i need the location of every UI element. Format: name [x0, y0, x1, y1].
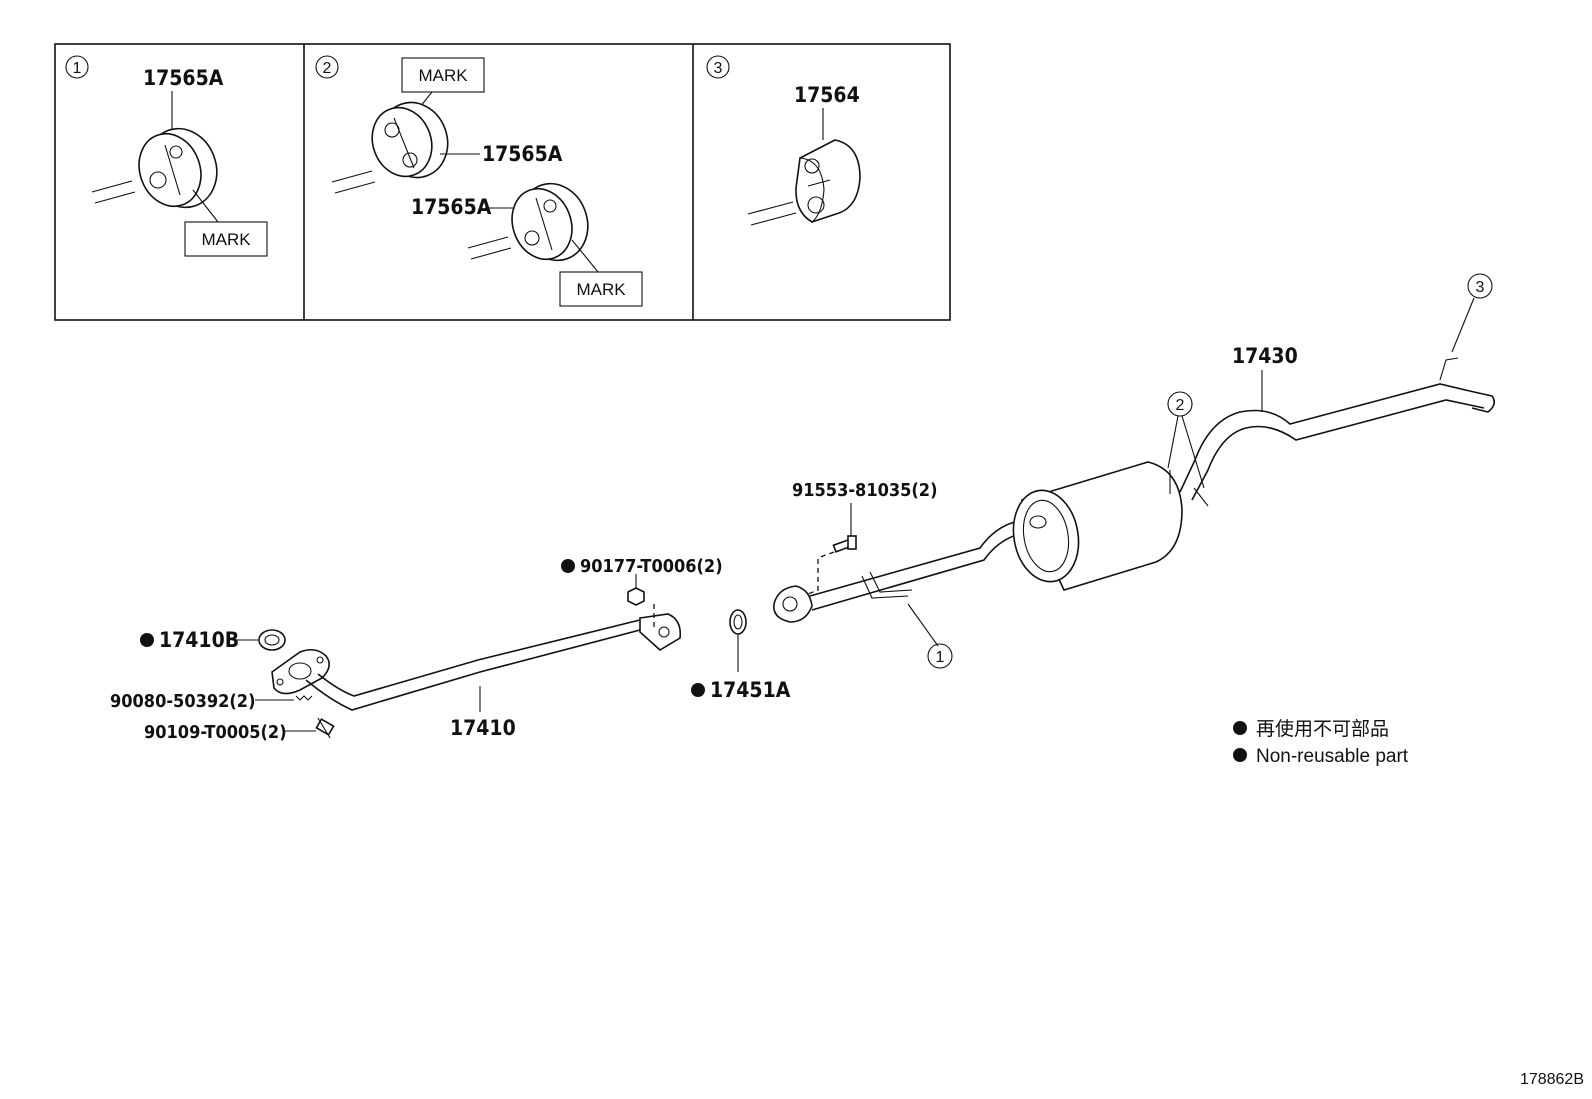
- mark-box: [559, 271, 643, 307]
- callout-circle: [1167, 391, 1193, 417]
- part-label-90177: 90177-T0006(2): [580, 556, 723, 577]
- part-label-91553: 91553-81035(2): [792, 480, 937, 501]
- mark-box: [401, 57, 485, 93]
- callout-2: 2: [1176, 397, 1185, 414]
- inset-number: 3: [714, 60, 723, 77]
- rod-line: [747, 201, 794, 215]
- leader-line: [1181, 415, 1205, 489]
- gasket-17451a: [729, 609, 747, 635]
- callout-1: 1: [936, 649, 945, 666]
- leader-line: [571, 239, 599, 273]
- non-reusable-marker-icon: [561, 559, 575, 573]
- mark-box: [184, 221, 268, 257]
- front-pipe-assembly: 17410B 90080-50392(2) 90109-T0005(2) 174…: [110, 556, 723, 743]
- hanger-bracket: [1439, 357, 1459, 381]
- part-label-90109: 90109-T0005(2): [144, 722, 287, 743]
- callout-circle: [1467, 273, 1493, 299]
- front-pipe-17410: [305, 629, 641, 711]
- part-label-90080: 90080-50392(2): [110, 691, 255, 712]
- tail-pipe-assembly: 91553-81035(2) 1: [773, 273, 1496, 669]
- part-label-17451a: 17451A: [710, 678, 791, 702]
- callout-3: 3: [1476, 279, 1485, 296]
- legend-english: Non-reusable part: [1256, 746, 1409, 767]
- inset-3: 3 17564: [706, 55, 861, 226]
- leader-line: [1451, 297, 1475, 353]
- gasket-17410b: [258, 629, 286, 651]
- part-label-17410: 17410: [450, 716, 516, 740]
- mark-label: MARK: [576, 280, 626, 299]
- muffler-17430: [1012, 461, 1183, 591]
- part-label: 17565A: [482, 142, 563, 166]
- rod-line: [750, 212, 797, 226]
- rod-line: [467, 236, 509, 249]
- legend: 再使用不可部品 Non-reusable part: [1233, 718, 1409, 767]
- inset-number-circle: [65, 55, 89, 79]
- inset-frame: [54, 43, 951, 321]
- leader-line: [907, 603, 939, 647]
- non-reusable-marker-icon: [140, 633, 154, 647]
- tail-pipe: [1179, 383, 1475, 493]
- inset-1: 1 17565A MARK: [65, 55, 268, 257]
- rod-line: [470, 247, 512, 260]
- nut-icon: [627, 587, 645, 606]
- non-reusable-marker-icon: [1233, 721, 1247, 735]
- part-label: 17564: [794, 83, 860, 107]
- mark-label: MARK: [418, 66, 468, 85]
- part-label: 17565A: [411, 195, 492, 219]
- rod-line: [334, 181, 376, 194]
- part-label-17430: 17430: [1232, 344, 1298, 368]
- callout-circle: [927, 643, 953, 669]
- mark-label: MARK: [201, 230, 251, 249]
- diagram-ref-code: 178862B: [1520, 1071, 1584, 1088]
- rubber-hanger-icon: [371, 101, 449, 179]
- part-label-17410b: 17410B: [159, 628, 239, 652]
- rod-line: [94, 191, 136, 204]
- rod-line: [91, 180, 133, 193]
- non-reusable-marker-icon: [1233, 748, 1247, 762]
- rubber-hanger-icon: [511, 182, 589, 262]
- rod-line: [331, 170, 373, 183]
- inset-number: 2: [323, 60, 332, 77]
- rubber-hanger-icon: [138, 127, 218, 209]
- legend-japanese: 再使用不可部品: [1256, 718, 1389, 740]
- hanger-bracket: [861, 575, 909, 599]
- bolt-icon: [315, 717, 335, 739]
- leader-line: [192, 189, 219, 223]
- inset-2: 2 MARK 17565A 17565A: [315, 55, 643, 307]
- gasket-17451a-group: 17451A: [691, 609, 791, 702]
- pipe-flange: [271, 648, 330, 695]
- rubber-hanger-icon: [795, 139, 861, 223]
- bolt-icon: [832, 535, 857, 553]
- center-pipe: [809, 519, 1031, 597]
- pipe-rear-flange: [639, 613, 682, 651]
- part-label: 17565A: [143, 66, 224, 90]
- pipe-flange: [773, 585, 813, 623]
- inset-number: 1: [73, 60, 82, 77]
- leader-line: [1167, 415, 1179, 469]
- non-reusable-marker-icon: [691, 683, 705, 697]
- spring-icon: [295, 695, 313, 701]
- inset-number-circle: [706, 55, 730, 79]
- inset-panels: 1 17565A MARK 2 MARK: [54, 43, 951, 321]
- inset-number-circle: [315, 55, 339, 79]
- assembly-dash-line: [807, 551, 835, 595]
